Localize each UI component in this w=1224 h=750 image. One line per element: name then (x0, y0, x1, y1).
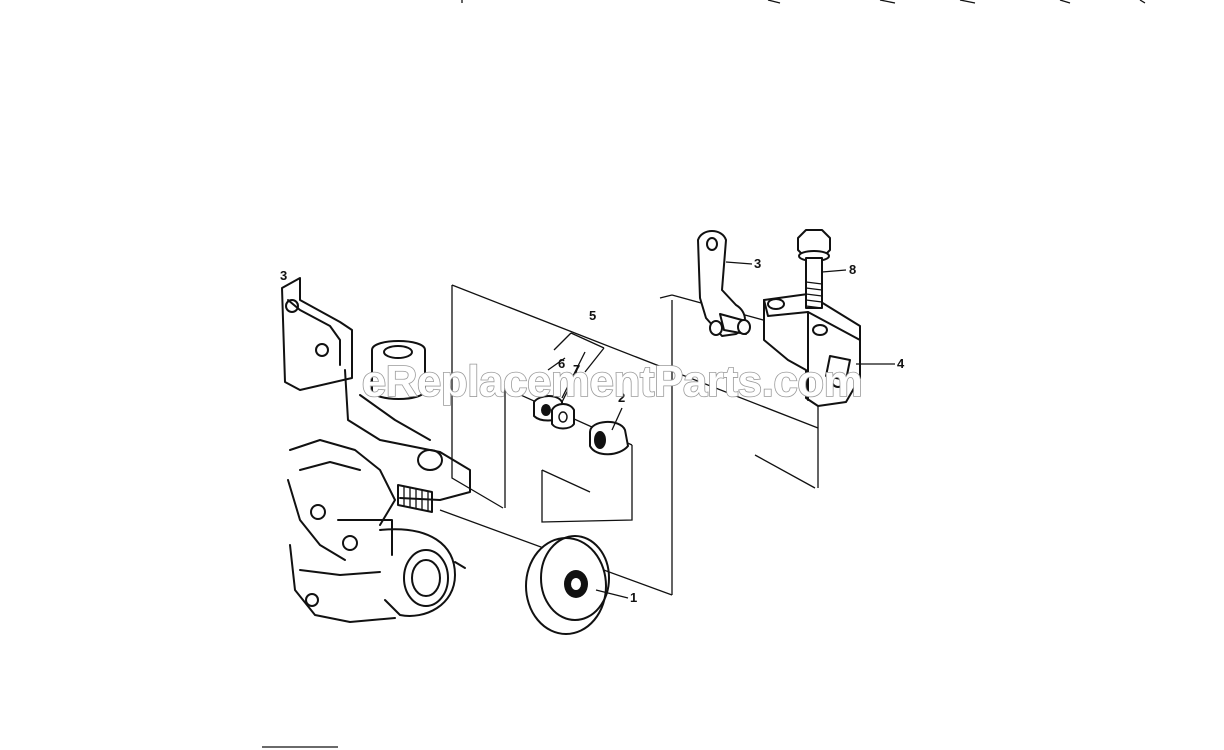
callout-3: 3 (754, 256, 761, 271)
mounting-bracket-icon (763, 293, 861, 407)
callout-5: 5 (589, 308, 596, 323)
pulley-disc-icon (525, 535, 610, 635)
watermark-text: eReplacementParts.com (362, 357, 863, 406)
callout-7: 7 (573, 362, 580, 377)
washer-icon (551, 403, 575, 430)
callout-3-left: 3 (280, 268, 287, 283)
leader-lines (547, 261, 895, 599)
callout-8: 8 (849, 262, 856, 277)
assembly-lines (439, 284, 819, 596)
callout-1: 1 (630, 590, 637, 605)
callout-4: 4 (897, 356, 905, 371)
bushing-icon (589, 421, 629, 456)
callout-6: 6 (558, 356, 565, 371)
engine-housing-icon (281, 277, 471, 623)
throttle-lever-icon (697, 230, 751, 337)
callout-labels: 1 2 3 3 4 5 6 7 8 (280, 256, 905, 605)
hex-bolt-icon (797, 229, 831, 309)
callout-2: 2 (618, 390, 625, 405)
top-scan-artifacts (461, 0, 1146, 4)
